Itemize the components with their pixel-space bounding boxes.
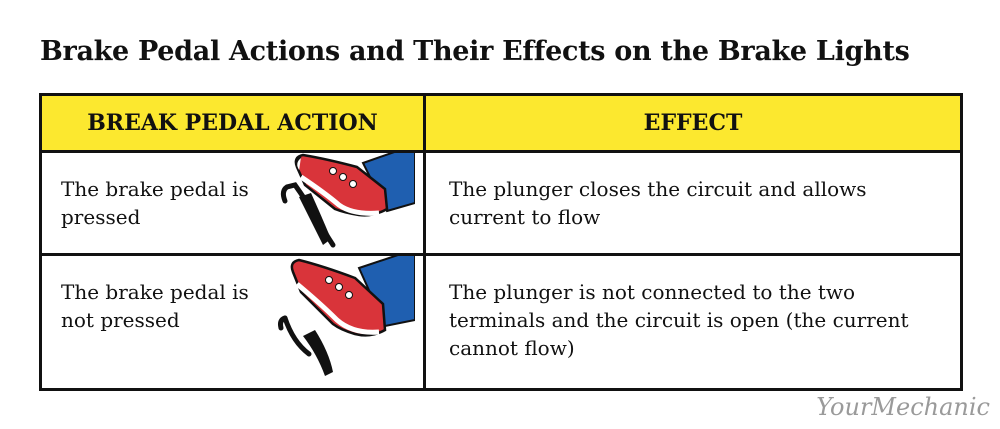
page-title: Brake Pedal Actions and Their Effects on… xyxy=(40,36,910,67)
action-cell: The brake pedal is pressed xyxy=(39,150,426,256)
header-action: BREAK PEDAL ACTION xyxy=(39,93,426,153)
effect-cell: The plunger is not connected to the two … xyxy=(423,253,963,391)
brand-logo: YourMechanic xyxy=(816,393,990,421)
effect-cell: The plunger closes the circuit and allow… xyxy=(423,150,963,256)
table-row: The brake pedal is pressed The plunger c… xyxy=(39,150,963,256)
action-text: The brake pedal is pressed xyxy=(61,177,249,229)
table-row: The brake pedal is not pressed The plung… xyxy=(39,253,963,391)
effect-text: The plunger closes the circuit and allow… xyxy=(449,177,867,229)
foot-off-pedal-illustration xyxy=(278,256,415,376)
effect-text: The plunger is not connected to the two … xyxy=(449,280,909,360)
action-text: The brake pedal is not pressed xyxy=(61,280,249,332)
header-effect: EFFECT xyxy=(423,93,963,153)
table-header-row: BREAK PEDAL ACTION EFFECT xyxy=(39,93,963,153)
foot-pressing-pedal-illustration xyxy=(280,153,415,248)
brake-actions-table: BREAK PEDAL ACTION EFFECT The brake peda… xyxy=(39,93,963,391)
action-cell: The brake pedal is not pressed xyxy=(39,253,426,391)
